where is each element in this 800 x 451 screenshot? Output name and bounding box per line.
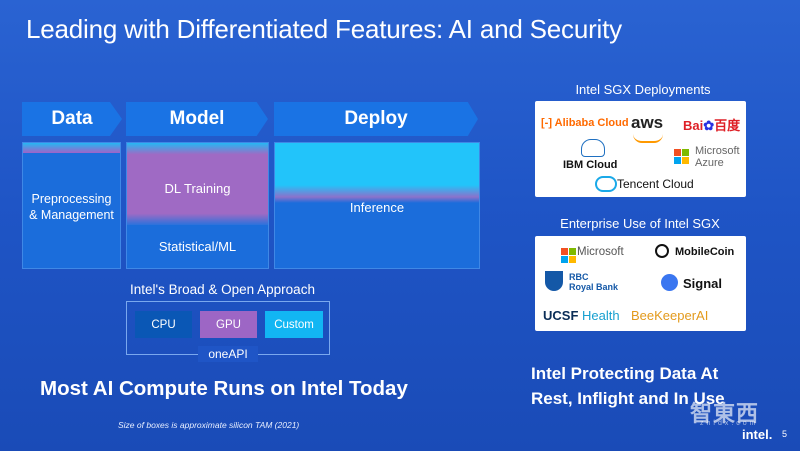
baidu-cn-text: 百度	[714, 118, 741, 133]
microsoft-square-icon	[569, 248, 576, 255]
header-deploy: Deploy	[274, 102, 478, 136]
data-column: Preprocessing & Management	[22, 142, 121, 269]
sgx-deployments-panel: [-] Alibaba Cloud aws Bai✿百度 IBM Cloud M…	[535, 101, 746, 197]
signal-icon	[661, 274, 678, 291]
mobilecoin-icon	[655, 244, 669, 258]
sgx-deployments-title: Intel SGX Deployments	[575, 82, 711, 97]
dl-training-block	[127, 143, 268, 225]
data-strip	[23, 143, 120, 153]
enterprise-title: Enterprise Use of Intel SGX	[560, 216, 720, 231]
approach-title: Intel's Broad & Open Approach	[130, 282, 315, 297]
intel-logo: intel.	[742, 427, 773, 442]
deploy-column: Inference	[274, 142, 480, 269]
ibm-cloud-logo: IBM Cloud	[563, 159, 618, 171]
microsoft-square-icon	[682, 157, 689, 164]
mobilecoin-logo: MobileCoin	[675, 246, 735, 258]
footnote: Size of boxes is approximate silicon TAM…	[118, 420, 300, 430]
microsoft-square-icon	[569, 256, 576, 263]
ucsf-health-logo: UCSF Health	[543, 308, 620, 323]
microsoft-logo: Microsoft	[577, 246, 624, 258]
data-label: Preprocessing & Management	[29, 192, 114, 222]
ucsf-text: UCSF	[543, 308, 579, 323]
statistical-ml-label: Statistical/ML	[158, 239, 237, 254]
custom-chip: Custom	[265, 311, 323, 338]
alibaba-cloud-text: Alibaba Cloud	[554, 117, 629, 129]
headline: Most AI Compute Runs on Intel Today	[40, 377, 408, 400]
header-model: Model	[126, 102, 268, 136]
microsoft-square-icon	[682, 149, 689, 156]
microsoft-text: Microsoft	[695, 145, 740, 157]
inference-label: Inference	[349, 200, 405, 215]
baidu-paw-icon: ✿	[703, 118, 715, 133]
health-text: Health	[582, 308, 620, 323]
royal-bank-text: Royal Bank	[569, 282, 619, 292]
watermark-url: zhidx.com	[700, 420, 759, 427]
rbc-text: RBC	[569, 272, 589, 282]
beekeeperai-logo: BeeKeeperAI	[631, 308, 709, 323]
oneapi-label: oneAPI	[198, 346, 258, 362]
page-number: 5	[782, 429, 788, 439]
tencent-cloud-logo: Tencent Cloud	[617, 177, 694, 191]
microsoft-square-icon	[674, 157, 681, 164]
microsoft-square-icon	[674, 149, 681, 156]
slide-title: Leading with Differentiated Features: AI…	[26, 14, 622, 44]
ibm-cloud-icon	[581, 139, 605, 157]
cpu-chip: CPU	[135, 311, 192, 338]
baidu-logo: Bai✿百度	[683, 115, 740, 134]
baidu-text: Bai	[683, 118, 704, 133]
model-column: DL Training Statistical/ML	[126, 142, 269, 269]
dl-training-label: DL Training	[164, 181, 231, 196]
tencent-cloud-icon	[595, 176, 617, 192]
gpu-chip: GPU	[200, 311, 257, 338]
signal-logo: Signal	[683, 276, 723, 291]
protecting-data-text: Intel Protecting Data At Rest, Inflight …	[531, 364, 725, 408]
aws-logo: aws	[631, 113, 664, 132]
microsoft-square-icon	[561, 256, 568, 263]
watermark: 智東西	[690, 401, 760, 426]
alibaba-cloud-logo: [-] Alibaba Cloud	[541, 117, 629, 129]
azure-text: Azure	[695, 157, 724, 169]
deploy-band	[275, 143, 479, 203]
header-data: Data	[22, 102, 122, 136]
rbc-shield-icon	[545, 271, 563, 291]
microsoft-square-icon	[561, 248, 568, 255]
aws-smile-icon	[633, 134, 663, 143]
